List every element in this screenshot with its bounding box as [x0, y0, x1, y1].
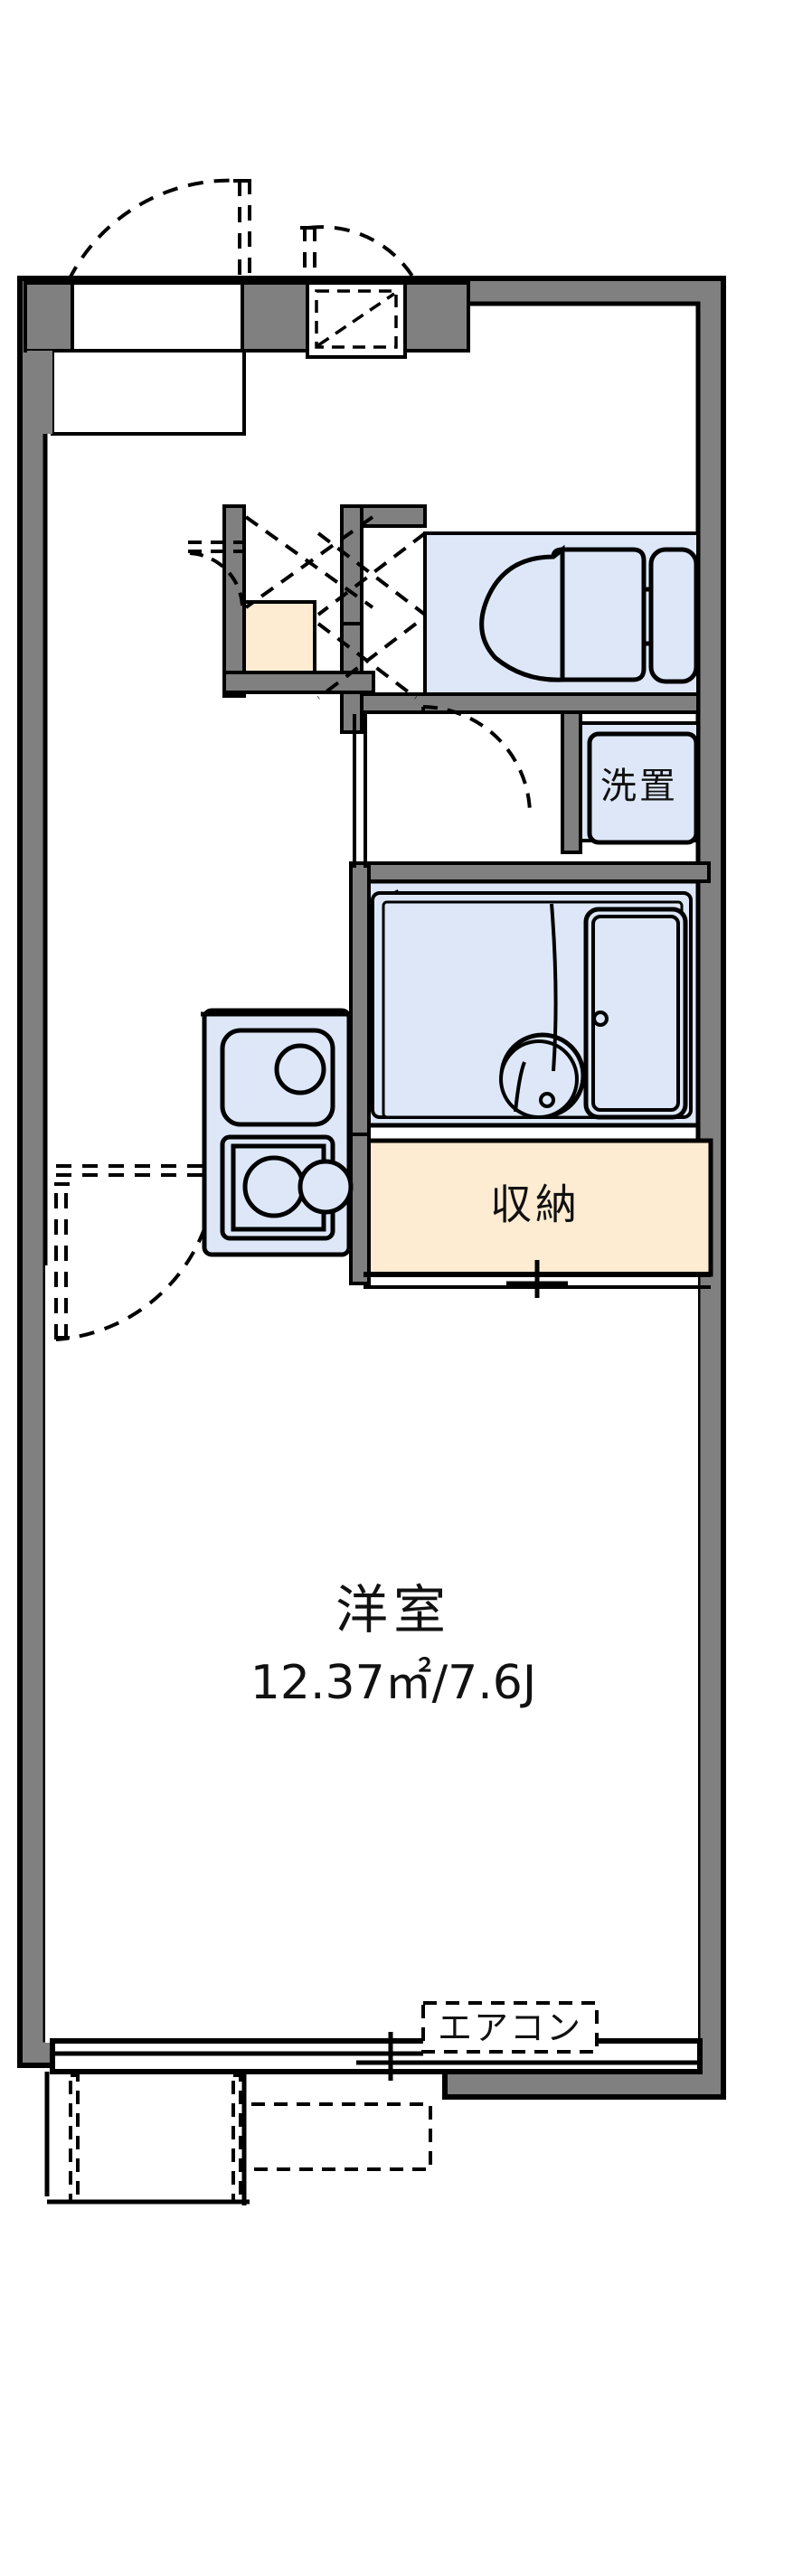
corridor-door-swing: [188, 541, 244, 606]
interior-walls: [222, 504, 711, 1285]
laundry-label: 洗置: [600, 766, 678, 807]
genkan-cross-marks: [244, 515, 427, 700]
aircon-label: エアコン: [438, 2008, 582, 2048]
aircon-unit: [421, 2001, 599, 2054]
toilet-door-swing: [421, 705, 532, 814]
stove-burner-left: [242, 1155, 306, 1218]
door-swing-arcs: [67, 178, 418, 283]
storage-label: 収納: [490, 1180, 581, 1229]
unit-bath-fixtures: [371, 891, 693, 1120]
storage-sliding-door: [364, 1260, 711, 1298]
genkan-area: [242, 600, 316, 674]
stove-burner-right: [297, 1159, 354, 1215]
sink-drain: [274, 1043, 326, 1095]
toilet-fixture-group: [479, 544, 699, 684]
toilet-tank: [648, 547, 699, 684]
washing-machine-pan: [587, 731, 699, 845]
toilet-bowl: [551, 547, 647, 682]
main-room-name: 洋室: [335, 1579, 451, 1641]
north-exterior-detail: [24, 281, 470, 436]
main-room-area: 12.37㎡/7.6J: [250, 1656, 536, 1710]
main-room-area: [45, 1265, 698, 2043]
kitchen-unit: [201, 1008, 354, 1257]
balcony-sliding-window: [44, 2032, 703, 2205]
